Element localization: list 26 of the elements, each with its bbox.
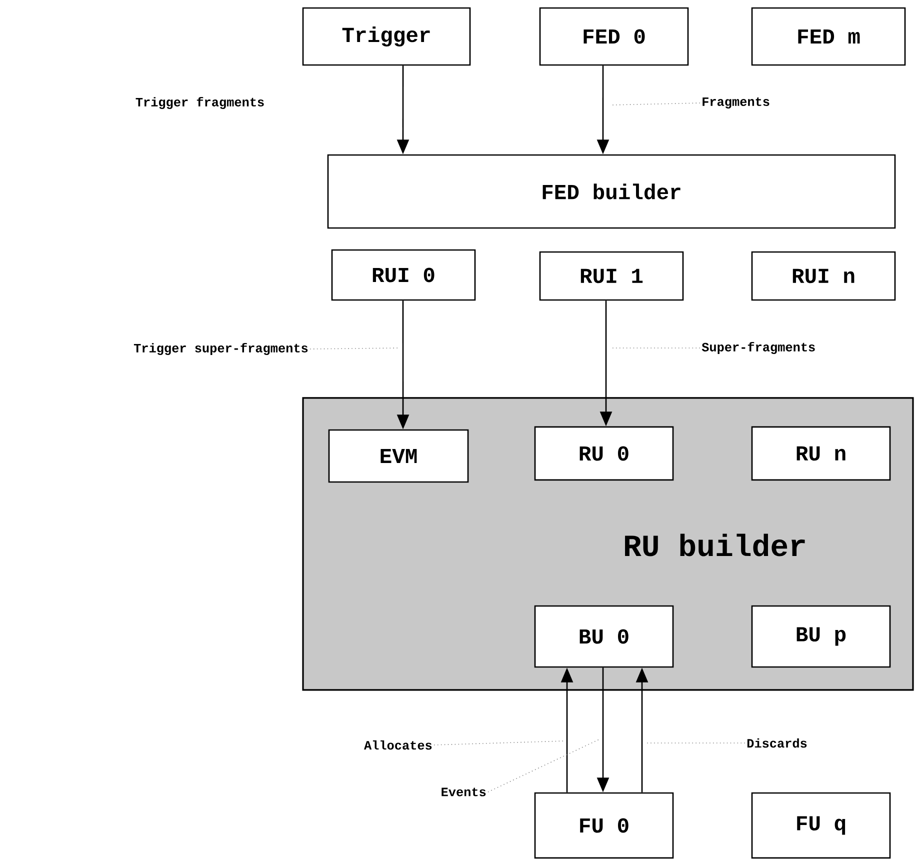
process-box: EVM (328, 429, 469, 483)
leader-line (612, 102, 700, 106)
process-box: RUI n (751, 251, 896, 301)
process-box: FU q (751, 792, 891, 859)
process-box: RUI 1 (539, 251, 684, 301)
annotation-text: Discards (747, 738, 807, 748)
leader-line (434, 740, 564, 746)
annotation-text: Fragments (702, 97, 770, 109)
process-box: FED m (751, 7, 906, 66)
process-box: RU 0 (534, 426, 674, 481)
annotation-text: Trigger super-fragments (134, 342, 308, 355)
annotation-text: Super-fragments (702, 342, 815, 354)
process-box: Trigger (302, 7, 471, 66)
process-box: FED builder (327, 154, 896, 229)
leader-line (646, 742, 746, 744)
annotation-text: Allocates (364, 740, 432, 750)
process-box: RUI 0 (331, 249, 476, 301)
annotation-text: Events (442, 788, 486, 796)
annotation-text: Trigger fragments (136, 96, 264, 109)
process-box: RU n (751, 426, 891, 481)
leader-line (310, 348, 400, 350)
process-box: BU 0 (534, 605, 674, 668)
process-box: BU p (751, 605, 891, 668)
process-box: FED 0 (539, 7, 689, 66)
process-box: FU 0 (534, 792, 674, 859)
leader-line (488, 738, 600, 792)
